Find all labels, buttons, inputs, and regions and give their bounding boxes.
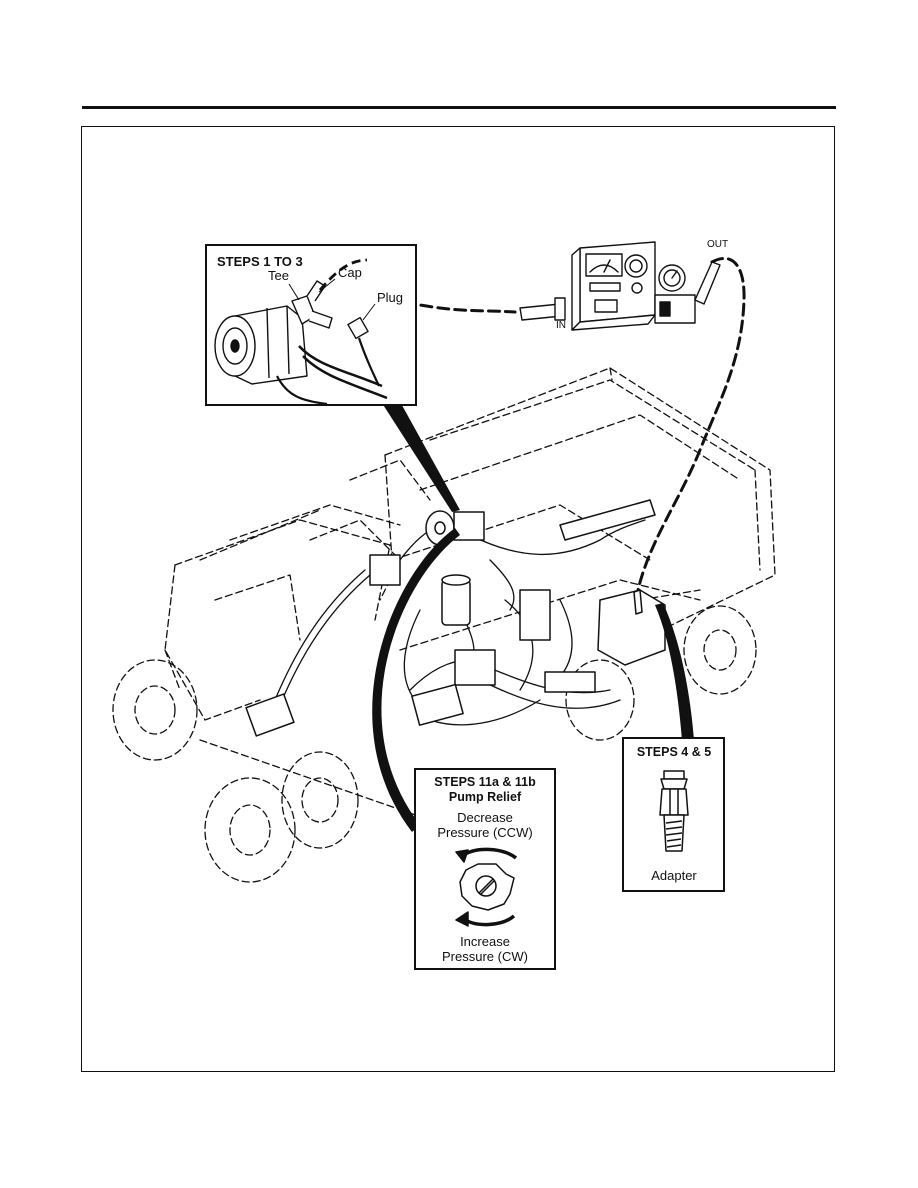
vehicle-components: [245, 499, 666, 737]
vehicle-outline: [112, 367, 776, 883]
decrease-label-2: Pressure (CCW): [437, 825, 533, 840]
callout-steps-1-3: STEPS 1 TO 3 Tee Cap Plug: [205, 244, 417, 406]
steps-11-subtitle: Pump Relief: [448, 790, 522, 804]
figure-frame: [81, 126, 835, 1072]
callout-steps-11: STEPS 11a & 11b Pump Relief Decrease Pre…: [414, 768, 556, 970]
plug-label: Plug: [377, 290, 404, 305]
increase-label-2: Pressure (CW): [442, 949, 528, 964]
adapter-label: Adapter: [651, 868, 697, 883]
relief-valve-adjust-icon: [455, 847, 518, 927]
tester-out-label: OUT: [707, 239, 729, 250]
increase-label-1: Increase: [460, 934, 510, 949]
tee-label: Tee: [268, 268, 289, 283]
pump-tee-illustration: [214, 258, 388, 404]
callout-leaders: [372, 398, 694, 832]
tester-in-label: IN: [556, 320, 566, 331]
cap-label: Cap: [338, 265, 362, 280]
pressure-tester: [519, 241, 721, 331]
steps-11-title: STEPS 11a & 11b: [434, 775, 536, 789]
decrease-label-1: Decrease: [457, 810, 513, 825]
adapter-icon: [659, 770, 689, 852]
steps-1-3-title: STEPS 1 TO 3: [217, 254, 303, 269]
callout-steps-4-5: STEPS 4 & 5 Adapter: [622, 737, 725, 892]
header-rule: [82, 106, 836, 109]
steps-4-5-title: STEPS 4 & 5: [636, 745, 712, 759]
